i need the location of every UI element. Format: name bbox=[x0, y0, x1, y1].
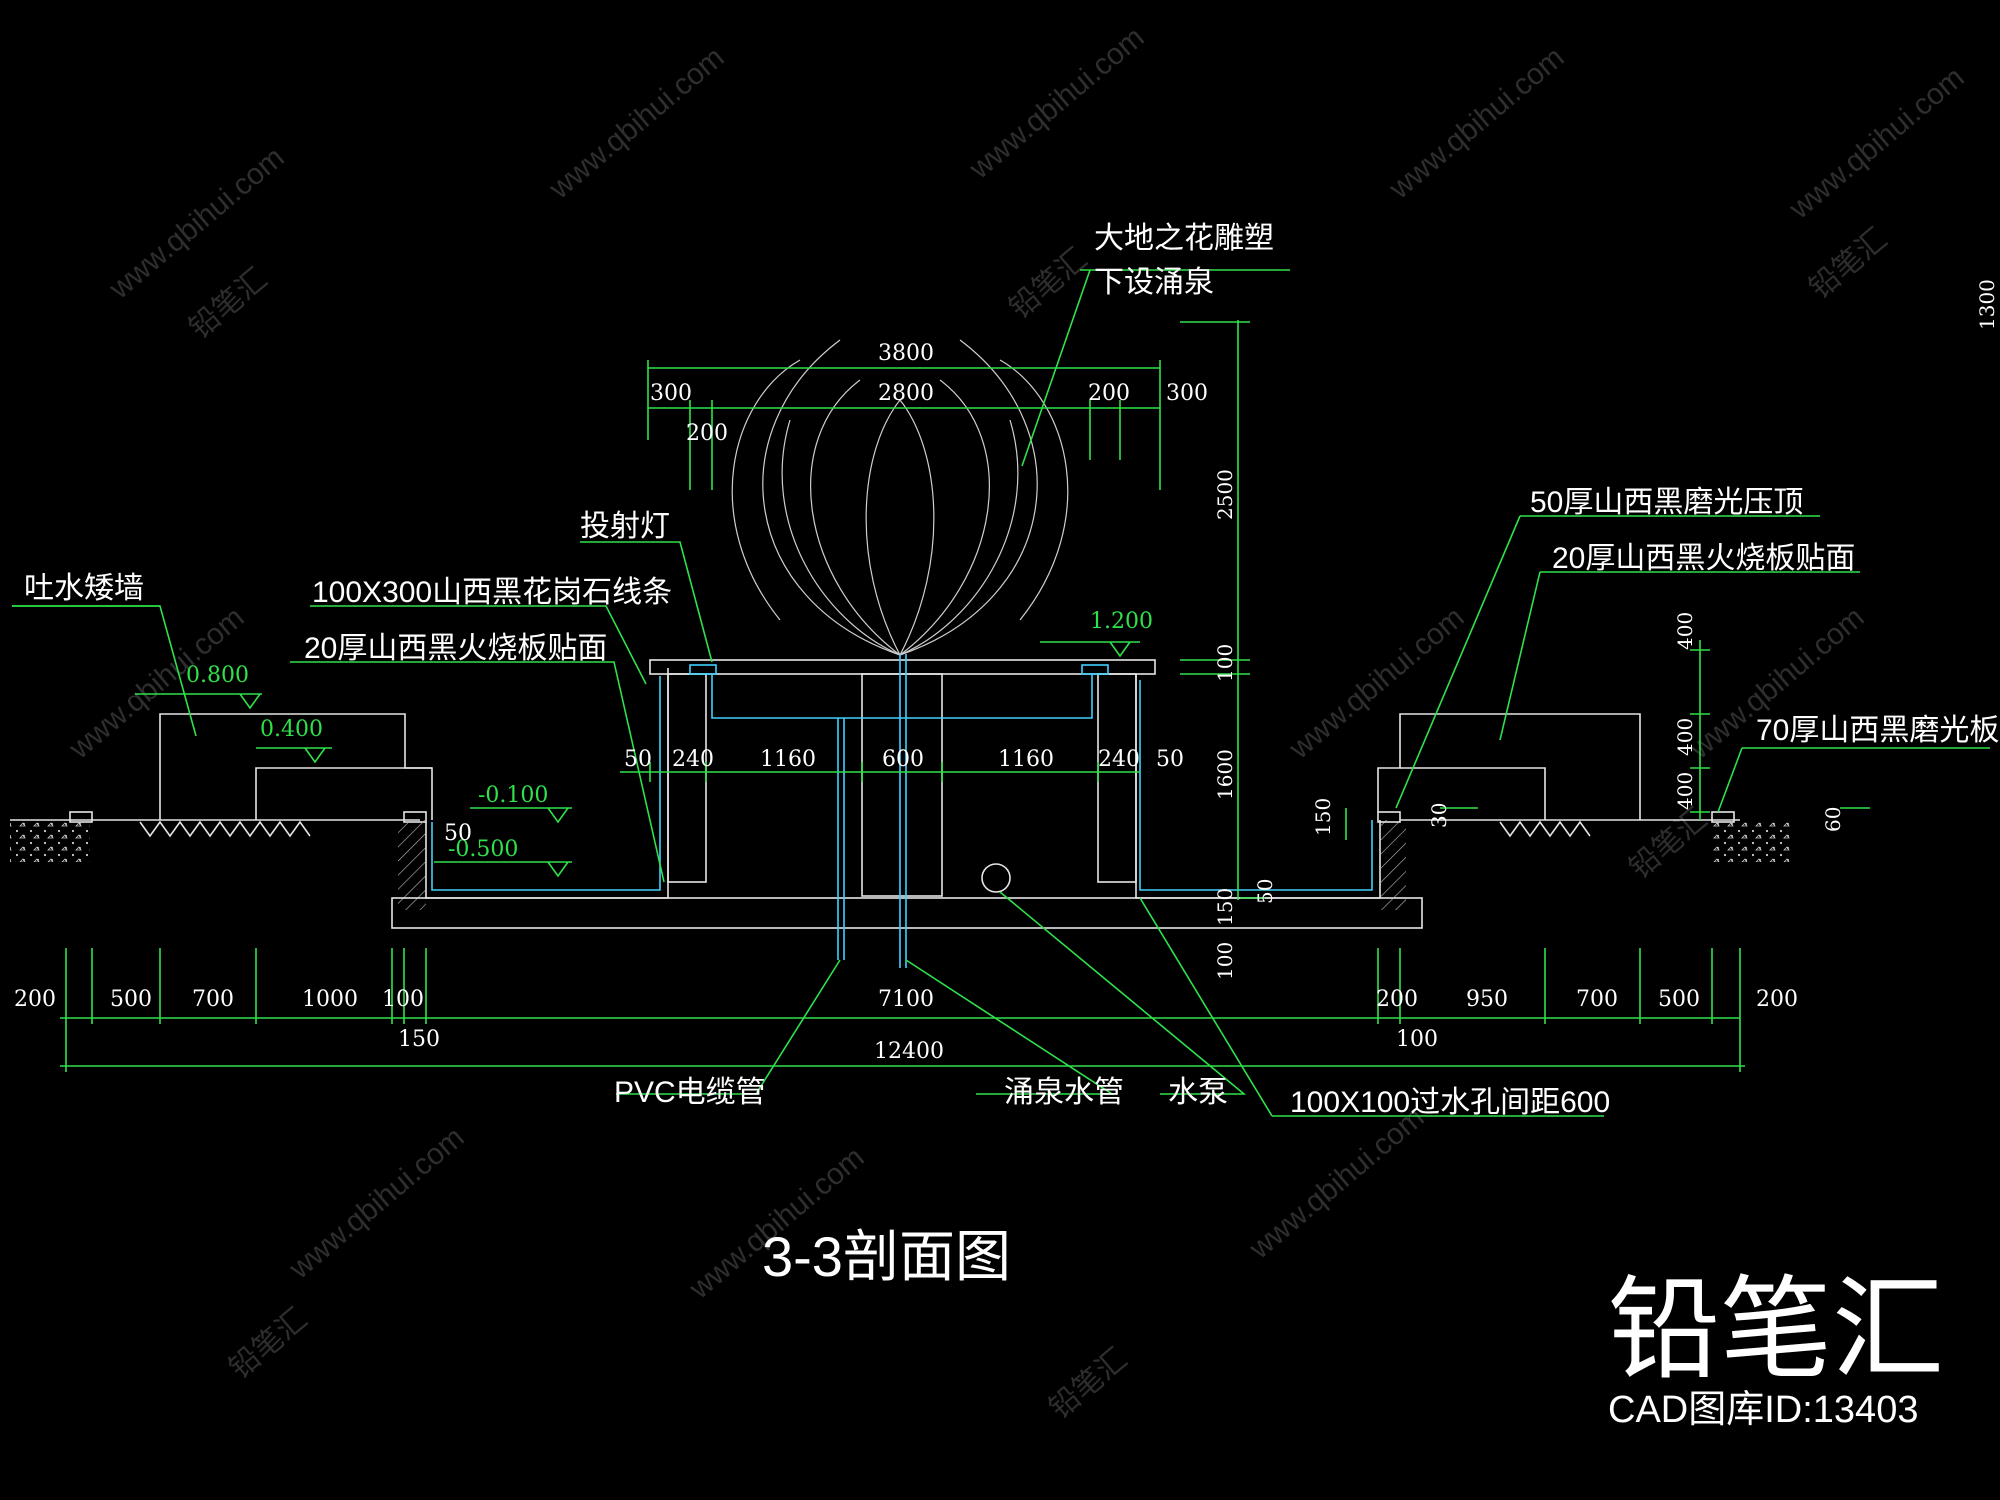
dim-v-100-top: 100 bbox=[1213, 644, 1237, 682]
dimension-vertical: 2500 100 1600 150 50 100 150 30 400 400 … bbox=[1213, 279, 1999, 980]
label-fountain-pipe: 涌泉水管 bbox=[1004, 1076, 1124, 1109]
dim-v-400-bottom: 400 bbox=[1673, 772, 1697, 810]
label-sculpture-2: 下设涌泉 bbox=[1094, 266, 1214, 299]
dim-b-7100: 7100 bbox=[878, 987, 934, 1012]
label-coping-right: 50厚山西黑磨光压顶 bbox=[1530, 486, 1803, 519]
label-polished-right: 70厚山西黑磨光板 bbox=[1756, 714, 1999, 747]
watermark-text: www.qbihui.com bbox=[1243, 1101, 1431, 1266]
brand-id: CAD图库ID:13403 bbox=[1608, 1389, 1918, 1431]
dim-b-100-right: 100 bbox=[1396, 1027, 1438, 1052]
label-flamed-tile-left: 20厚山西黑火烧板贴面 bbox=[304, 632, 607, 665]
dim-v-400-mid: 400 bbox=[1673, 718, 1697, 756]
dim-v-2500: 2500 bbox=[1213, 469, 1237, 520]
watermark-text: www.qbihui.com bbox=[1783, 61, 1971, 226]
dim-b-1000: 1000 bbox=[302, 987, 358, 1012]
dim-v-30: 30 bbox=[1427, 803, 1451, 828]
elevation-1200: 1.200 bbox=[1090, 609, 1153, 634]
dim-v-1600: 1600 bbox=[1213, 749, 1237, 800]
watermark-brand: 铅笔汇 bbox=[183, 262, 273, 345]
dim-b-950: 950 bbox=[1466, 987, 1508, 1012]
elevation-0800: 0.800 bbox=[186, 663, 249, 688]
brand-logo-text: 铅笔汇 bbox=[1608, 1267, 1944, 1392]
elevation-m0500: -0.500 bbox=[448, 837, 518, 862]
label-drain-holes: 100X100过水孔间距600 bbox=[1290, 1086, 1610, 1119]
dim-v-1300: 1300 bbox=[1975, 279, 1999, 330]
dim-200-right: 200 bbox=[1088, 381, 1130, 406]
dim-v-50: 50 bbox=[1253, 879, 1277, 904]
dim-200-left: 200 bbox=[686, 421, 728, 446]
dim-240-right: 240 bbox=[1098, 747, 1140, 772]
dim-v-60: 60 bbox=[1821, 807, 1845, 832]
drawing-title: 3-3剖面图 bbox=[762, 1225, 1011, 1288]
label-flamed-tile-right: 20厚山西黑火烧板贴面 bbox=[1552, 542, 1855, 575]
dim-b-150: 150 bbox=[398, 1027, 440, 1052]
dim-50-right: 50 bbox=[1156, 747, 1184, 772]
dim-300-right: 300 bbox=[1166, 381, 1208, 406]
watermark-text: www.qbihui.com bbox=[1283, 601, 1471, 766]
dim-b-200-mid: 200 bbox=[1376, 987, 1418, 1012]
dim-300-left: 300 bbox=[650, 381, 692, 406]
label-pump: 水泵 bbox=[1168, 1076, 1228, 1109]
dim-b-700-left: 700 bbox=[192, 987, 234, 1012]
dim-2800: 2800 bbox=[878, 381, 934, 406]
dim-v-150-right: 150 bbox=[1311, 798, 1335, 836]
foundation-slab bbox=[391, 897, 1423, 929]
dim-240-left: 240 bbox=[672, 747, 714, 772]
dim-1160-right: 1160 bbox=[998, 747, 1054, 772]
elevation-labels: 1.200 0.800 0.400 -0.100 -0.500 bbox=[186, 609, 1153, 862]
dim-50-basin: 50 bbox=[444, 821, 472, 846]
dimension-bottom: 200 500 700 1000 100 150 7100 200 100 95… bbox=[14, 987, 1798, 1064]
structure-center bbox=[649, 654, 1156, 968]
dim-b-500-left: 500 bbox=[110, 987, 152, 1012]
dim-v-150: 150 bbox=[1213, 888, 1237, 926]
dim-b-200-right: 200 bbox=[1756, 987, 1798, 1012]
label-spout-wall: 吐水矮墙 bbox=[24, 572, 144, 605]
dim-v-400-top: 400 bbox=[1673, 612, 1697, 650]
dim-1160-left: 1160 bbox=[760, 747, 816, 772]
dim-b-500-right: 500 bbox=[1658, 987, 1700, 1012]
structure-right bbox=[1135, 674, 1792, 910]
dimension-inner: 50 240 1160 600 1160 240 50 50 bbox=[444, 747, 1184, 846]
watermark-text: www.qbihui.com bbox=[543, 41, 731, 206]
dim-b-12400: 12400 bbox=[874, 1039, 944, 1064]
watermark-brand: 铅笔汇 bbox=[223, 1302, 313, 1385]
dimension-top: 3800 2800 300 200 200 300 bbox=[650, 341, 1208, 446]
elevation-m0100: -0.100 bbox=[478, 783, 548, 808]
dim-50-left: 50 bbox=[624, 747, 652, 772]
dim-b-700-right: 700 bbox=[1576, 987, 1618, 1012]
dim-600: 600 bbox=[882, 747, 924, 772]
watermark-brand: 铅笔汇 bbox=[1003, 242, 1093, 325]
label-spotlight: 投射灯 bbox=[580, 510, 670, 543]
label-granite-strip: 100X300山西黑花岗石线条 bbox=[312, 576, 672, 609]
dim-b-100-left: 100 bbox=[382, 987, 424, 1012]
annotation-labels: 大地之花雕塑 下设涌泉 投射灯 100X300山西黑花岗石线条 20厚山西黑火烧… bbox=[24, 222, 1999, 1119]
watermark-brand: 铅笔汇 bbox=[1043, 1342, 1133, 1425]
watermark-brand: 铅笔汇 bbox=[1803, 222, 1893, 305]
dim-3800: 3800 bbox=[878, 341, 934, 366]
watermark-text: www.qbihui.com bbox=[963, 21, 1151, 186]
elevation-0400: 0.400 bbox=[260, 717, 323, 742]
label-sculpture-1: 大地之花雕塑 bbox=[1094, 222, 1274, 255]
label-pvc-pipe: PVC电缆管 bbox=[614, 1076, 766, 1109]
dim-b-200-left: 200 bbox=[14, 987, 56, 1012]
watermark-text: www.qbihui.com bbox=[1383, 41, 1571, 206]
dimension-lines bbox=[12, 269, 1990, 1117]
watermark-text: www.qbihui.com bbox=[283, 1121, 471, 1286]
dim-v-100-bottom: 100 bbox=[1213, 942, 1237, 980]
